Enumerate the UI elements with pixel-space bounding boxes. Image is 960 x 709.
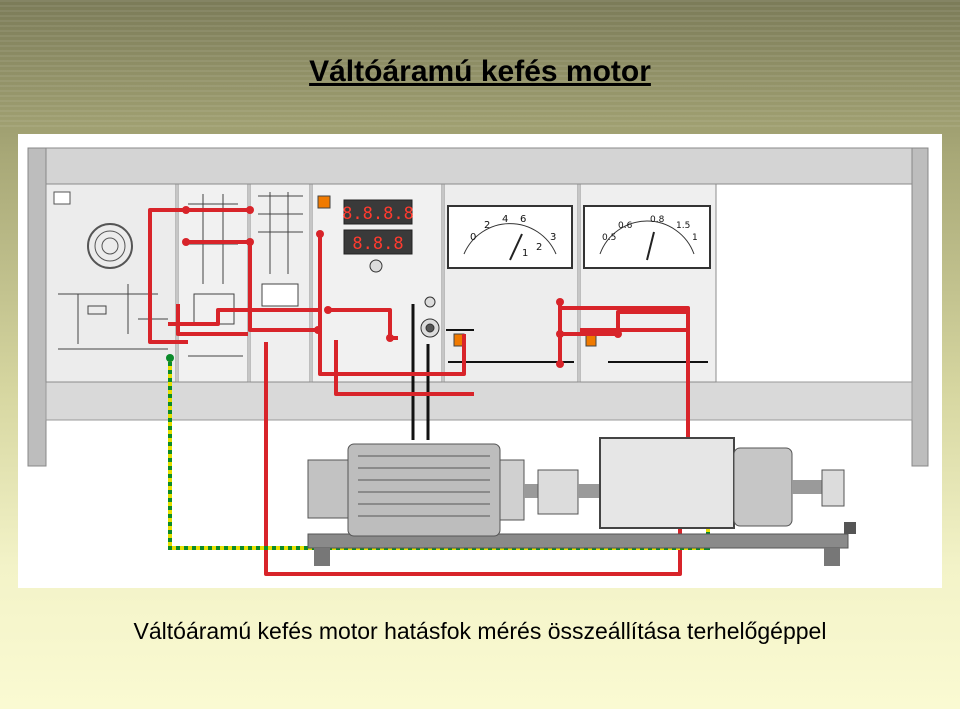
- base-plate: [307, 533, 849, 549]
- module-label-plate: [53, 191, 71, 205]
- meter-right-tick-3: 1.5: [676, 221, 690, 231]
- frame-left-post: [27, 147, 47, 467]
- fan-icon: [87, 223, 133, 269]
- meter-left-tick-4: 1: [522, 248, 528, 259]
- meter-left-tick-5: 2: [536, 242, 542, 253]
- meter-left-tick-0: 0: [470, 232, 476, 243]
- frame-right-post: [911, 147, 929, 467]
- warning-lamp: [317, 195, 331, 209]
- load-machine: [599, 437, 856, 534]
- analog-meter-right: 0.5 0.6 0.8 1.5 1: [583, 205, 711, 269]
- shaft-coupling: [524, 469, 600, 515]
- meter-right-tick-0: 0.5: [602, 233, 616, 243]
- bench-foot-left: [314, 548, 330, 566]
- meter-left-tick-3: 6: [520, 214, 526, 225]
- meter-left-tick-6: 3: [550, 232, 556, 243]
- circuit-setup-diagram: 8.8.8.8 8.8.8 0 2 4 6 1 2: [18, 134, 942, 588]
- digital-display-1: 8.8.8.8: [342, 199, 414, 225]
- meter-right-tick-1: 0.6: [618, 221, 633, 231]
- ac-brushed-motor: [307, 443, 525, 537]
- slide-caption: Váltóáramú kefés motor hatásfok mérés ös…: [133, 618, 827, 644]
- meter-left-tick-1: 2: [484, 220, 490, 231]
- meter-right-tick-4: 1: [692, 233, 698, 243]
- panel-fan-module: [45, 183, 177, 383]
- analog-meter-left: 0 2 4 6 1 2 3: [447, 205, 573, 269]
- panel-switch-module: [177, 183, 249, 383]
- control-knobs: [369, 259, 440, 338]
- frame-top-rail: [27, 147, 929, 185]
- slide-title: Váltóáramú kefés motor: [309, 55, 651, 88]
- panel-relay-module: [249, 183, 311, 383]
- meter-left-tick-2: 4: [502, 214, 508, 225]
- display-1-digits: 8.8.8.8: [342, 204, 414, 224]
- relay-module-schematic: [258, 192, 303, 307]
- display-2-digits: 8.8.8: [352, 234, 403, 254]
- fan-module-schematic: [58, 284, 168, 350]
- meter-right-tick-labels: 0.5 0.6 0.8 1.5 1: [602, 215, 698, 243]
- motor-bench: [307, 437, 856, 566]
- digital-display-2: 8.8.8: [343, 229, 413, 255]
- bench-foot-right: [824, 548, 840, 566]
- frame-bottom-rail: [45, 381, 913, 421]
- meter-right-tick-2: 0.8: [650, 215, 665, 225]
- meter-left-tick-labels: 0 2 4 6 1 2 3: [470, 214, 556, 259]
